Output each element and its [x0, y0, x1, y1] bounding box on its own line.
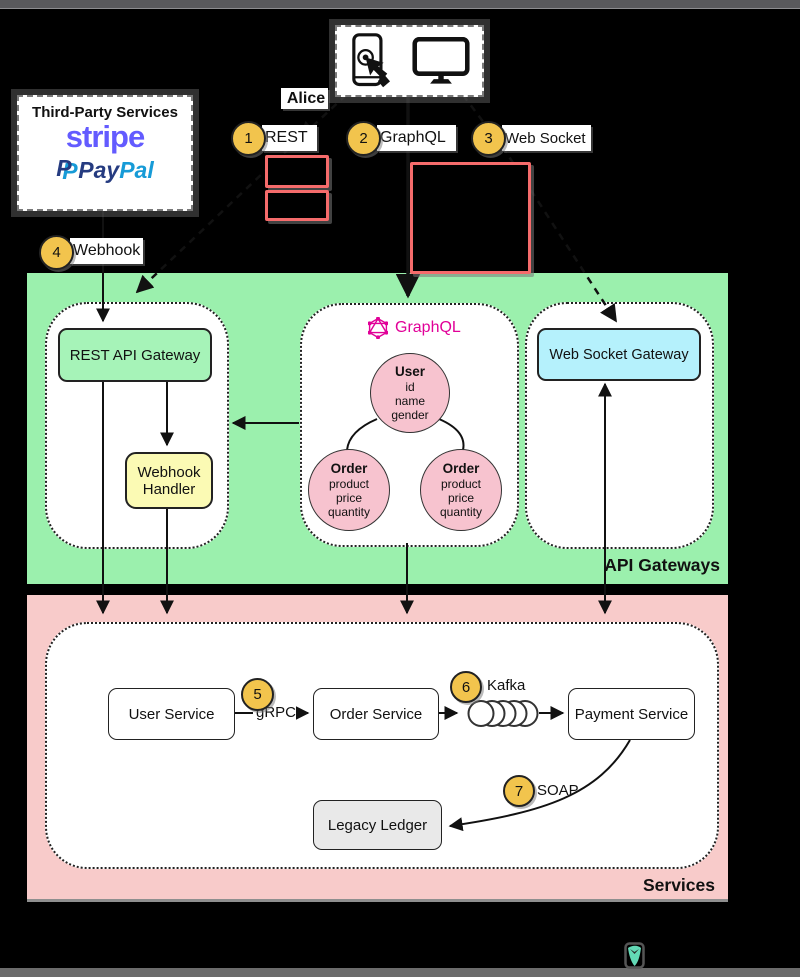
order-service-node: Order Service	[313, 688, 439, 740]
user-attr-name: name	[394, 393, 426, 408]
badge-3-websocket: 3	[471, 121, 506, 156]
user-attr-id: id	[405, 379, 415, 394]
badge-5-grpc: 5	[241, 678, 274, 711]
badge-6-kafka: 6	[450, 671, 482, 703]
badge-2-graphql: 2	[346, 121, 381, 156]
protocol-label-kafka: Kafka	[484, 675, 533, 695]
schema-order-circle-right: Order product price quantity	[420, 449, 502, 531]
schema-user-circle: User id name gender	[370, 353, 450, 433]
services-area-underline	[27, 899, 728, 902]
kafka-label-text: Kafka	[487, 676, 526, 694]
payment-service-node: Payment Service	[568, 688, 695, 740]
footer-logo-icon	[624, 942, 645, 974]
protocol-label-soap: SOAP	[534, 780, 585, 800]
user-service-text: User Service	[128, 705, 215, 723]
webhook-handler-text: Webhook Handler	[137, 463, 201, 498]
rest-api-gateway-text: REST API Gateway	[69, 346, 201, 364]
order-attr-price: price	[447, 490, 474, 505]
websocket-gateway-node: Web Socket Gateway	[537, 328, 701, 381]
order-attr-product: product	[440, 476, 482, 491]
kafka-queue-icon	[461, 699, 539, 733]
webhook-label-text: Webhook	[73, 242, 141, 259]
rest-request-snippet	[265, 155, 329, 188]
webhook-handler-node: Webhook Handler	[125, 452, 213, 509]
protocol-label-graphql: GraphQL	[377, 125, 456, 151]
schema-order-circle-left: Order product price quantity	[308, 449, 390, 531]
protocol-label-rest: REST	[262, 125, 317, 151]
order-attr-price: price	[335, 490, 362, 505]
alice-text: Alice	[286, 89, 326, 107]
api-gateways-section-label: API Gateways	[604, 555, 720, 575]
graphql-query-snippet	[410, 162, 531, 274]
actor-label-alice: Alice	[281, 88, 328, 109]
graphql-label-text: GraphQL	[380, 129, 446, 146]
paypal-text-pal: Pal	[119, 156, 154, 183]
graphql-logo-text: GraphQL	[395, 319, 461, 336]
soap-label-text: SOAP	[537, 781, 579, 799]
legacy-ledger-text: Legacy Ledger	[327, 816, 428, 834]
top-window-bar	[0, 0, 800, 9]
stripe-logo: stripe	[65, 119, 145, 154]
websocket-label-text: Web Socket	[505, 129, 586, 147]
websocket-gateway-text: Web Socket Gateway	[549, 346, 689, 363]
order-title: Order	[442, 460, 480, 476]
bottom-window-bar	[0, 968, 800, 977]
smartphone-touch-icon	[351, 33, 390, 88]
order-attr-product: product	[328, 476, 370, 491]
order-attr-quantity: quantity	[439, 505, 483, 520]
order-attr-quantity: quantity	[327, 505, 371, 520]
badge-7-soap: 7	[503, 775, 535, 807]
rest-label-text: REST	[265, 129, 308, 146]
services-section-label: Services	[642, 875, 715, 895]
order-title: Order	[330, 460, 368, 476]
rest-api-gateway-node: REST API Gateway	[58, 328, 212, 382]
badge-4-webhook: 4	[39, 235, 74, 270]
payment-service-text: Payment Service	[574, 705, 689, 723]
graphql-logo: GraphQL	[368, 317, 461, 339]
protocol-label-webhook: Webhook	[70, 238, 143, 264]
user-attr-gender: gender	[391, 408, 429, 423]
user-title: User	[394, 363, 426, 379]
desktop-monitor-icon	[411, 37, 470, 84]
paypal-monogram-icon: P P	[56, 154, 78, 184]
order-service-text: Order Service	[329, 705, 423, 723]
paypal-text-pay: Pay	[78, 156, 120, 183]
user-devices-box	[335, 25, 484, 97]
protocol-label-websocket: Web Socket	[502, 125, 591, 151]
graphql-hexagram-icon	[368, 317, 388, 339]
badge-1-rest: 1	[231, 121, 266, 156]
user-service-node: User Service	[108, 688, 235, 740]
rest-response-snippet	[265, 190, 329, 221]
legacy-ledger-node: Legacy Ledger	[313, 800, 442, 850]
